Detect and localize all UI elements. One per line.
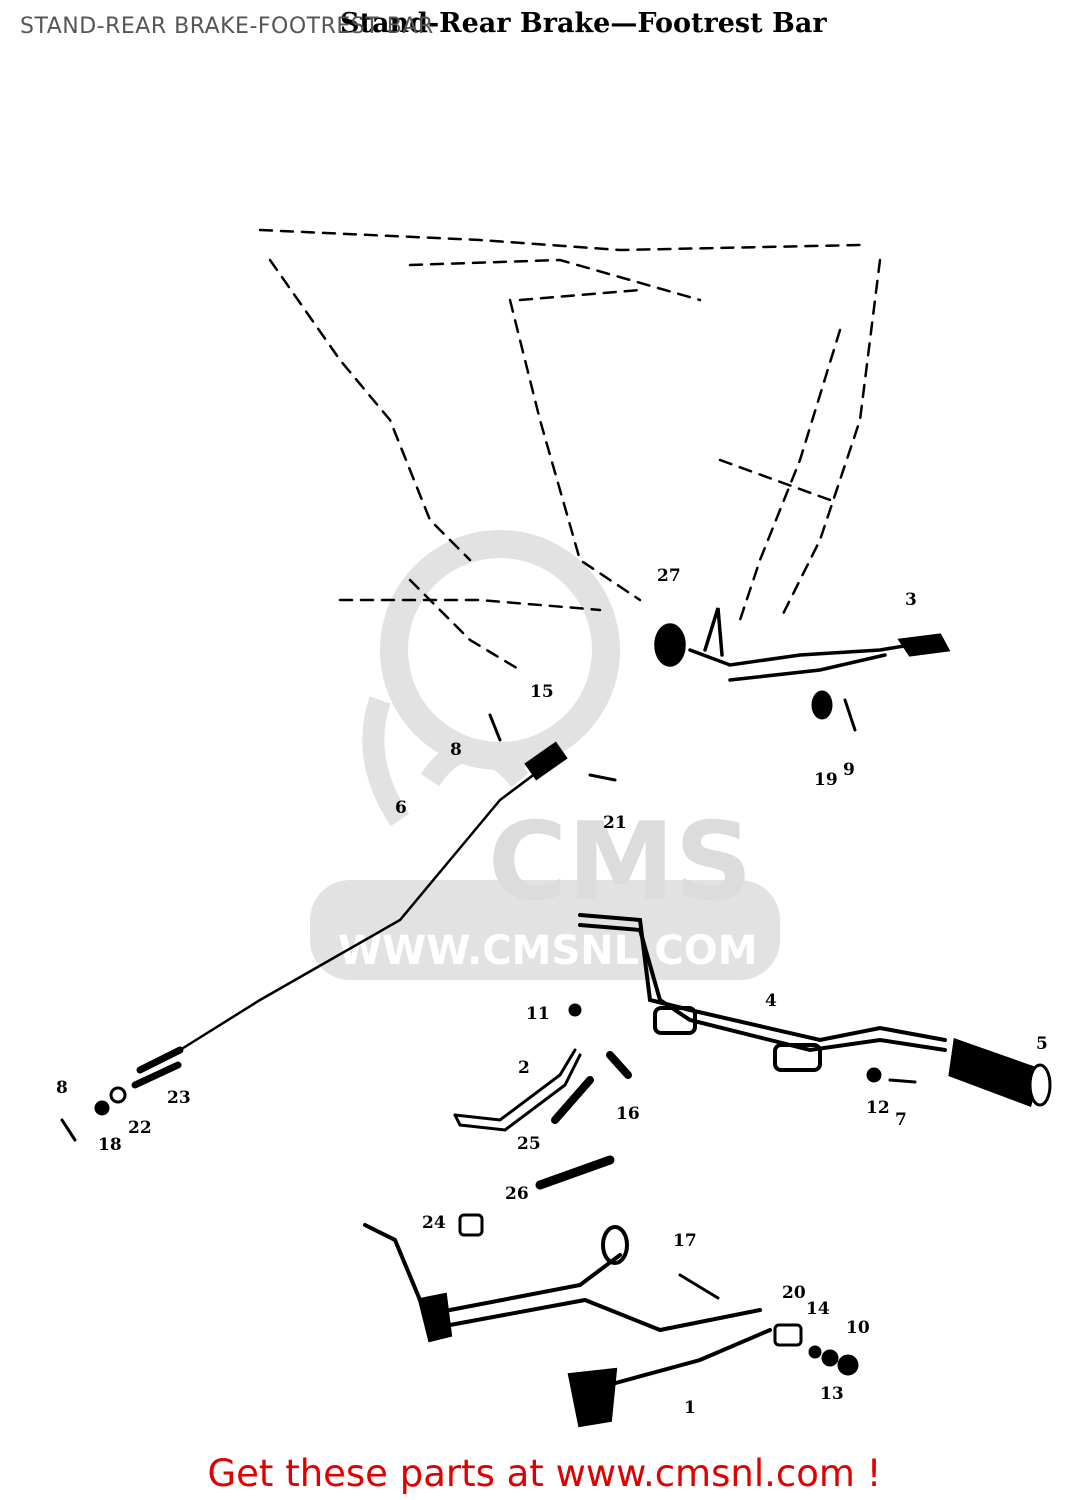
brake-pedal-pad bbox=[897, 633, 951, 657]
cotter-pin-8b bbox=[60, 1118, 77, 1142]
callout-7: 7 bbox=[895, 1110, 907, 1130]
page-title: STAND-REAR BRAKE-FOOTREST BAR bbox=[20, 14, 434, 39]
watermark-url: WWW.CMSNL.COM bbox=[338, 928, 758, 974]
washer-22 bbox=[109, 1086, 127, 1104]
callout-16: 16 bbox=[616, 1104, 640, 1124]
frame-outline bbox=[258, 228, 882, 672]
callout-6: 6 bbox=[395, 798, 407, 818]
callout-8: 8 bbox=[450, 740, 462, 760]
callout-25: 25 bbox=[517, 1134, 541, 1154]
spring-26 bbox=[535, 1155, 615, 1190]
washer-14 bbox=[808, 1345, 822, 1359]
washer-19 bbox=[811, 690, 833, 720]
callout-11: 11 bbox=[526, 1004, 550, 1024]
footrest-bar bbox=[578, 913, 947, 1072]
get-parts-link[interactable]: Get these parts at www.cmsnl.com ! bbox=[207, 1452, 882, 1495]
pin-17 bbox=[678, 1273, 720, 1300]
callout-2: 2 bbox=[518, 1058, 530, 1078]
callout-17: 17 bbox=[673, 1231, 697, 1251]
callout-3: 3 bbox=[905, 590, 917, 610]
nut-10 bbox=[837, 1354, 859, 1376]
nut-12 bbox=[866, 1067, 882, 1083]
main-stand bbox=[363, 1223, 772, 1428]
bolt-7 bbox=[888, 1078, 917, 1084]
pin-21 bbox=[588, 773, 617, 782]
callout-13: 13 bbox=[820, 1384, 844, 1404]
callout-20: 20 bbox=[782, 1283, 806, 1303]
callout-24: 24 bbox=[422, 1213, 446, 1233]
callout-9: 9 bbox=[843, 760, 855, 780]
cotter-pin-9 bbox=[843, 698, 857, 732]
spring-25 bbox=[551, 1076, 594, 1124]
callout-15: 15 bbox=[530, 682, 554, 702]
washer-13 bbox=[821, 1349, 839, 1367]
callout-8b: 8 bbox=[56, 1078, 68, 1098]
nut-18 bbox=[94, 1100, 110, 1116]
callout-23: 23 bbox=[167, 1088, 191, 1108]
callout-18: 18 bbox=[98, 1135, 122, 1155]
brake-rod bbox=[178, 741, 568, 1052]
nut-11 bbox=[568, 1003, 582, 1017]
spring-16 bbox=[606, 1051, 632, 1079]
callout-14: 14 bbox=[806, 1299, 830, 1319]
collar-20 bbox=[773, 1323, 803, 1347]
callout-12: 12 bbox=[866, 1098, 890, 1118]
callout-27: 27 bbox=[657, 566, 681, 586]
watermark-brand: CMS bbox=[488, 800, 753, 925]
side-stand bbox=[453, 1048, 582, 1132]
spring-23 bbox=[131, 1046, 184, 1089]
callout-26: 26 bbox=[505, 1184, 529, 1204]
brake-pedal bbox=[654, 607, 912, 682]
callout-1: 1 bbox=[684, 1398, 696, 1418]
callout-22: 22 bbox=[128, 1118, 152, 1138]
callout-5: 5 bbox=[1036, 1034, 1048, 1054]
diagram-heading: Stand-Rear Brake—Footrest Bar bbox=[340, 8, 827, 39]
callout-21: 21 bbox=[603, 813, 627, 833]
footrest-rubber-5 bbox=[948, 1037, 1052, 1107]
callout-10: 10 bbox=[846, 1318, 870, 1338]
bushing-24 bbox=[458, 1213, 484, 1237]
callout-19: 19 bbox=[814, 770, 838, 790]
callout-4: 4 bbox=[765, 991, 777, 1011]
cotter-pin-8 bbox=[488, 713, 502, 742]
